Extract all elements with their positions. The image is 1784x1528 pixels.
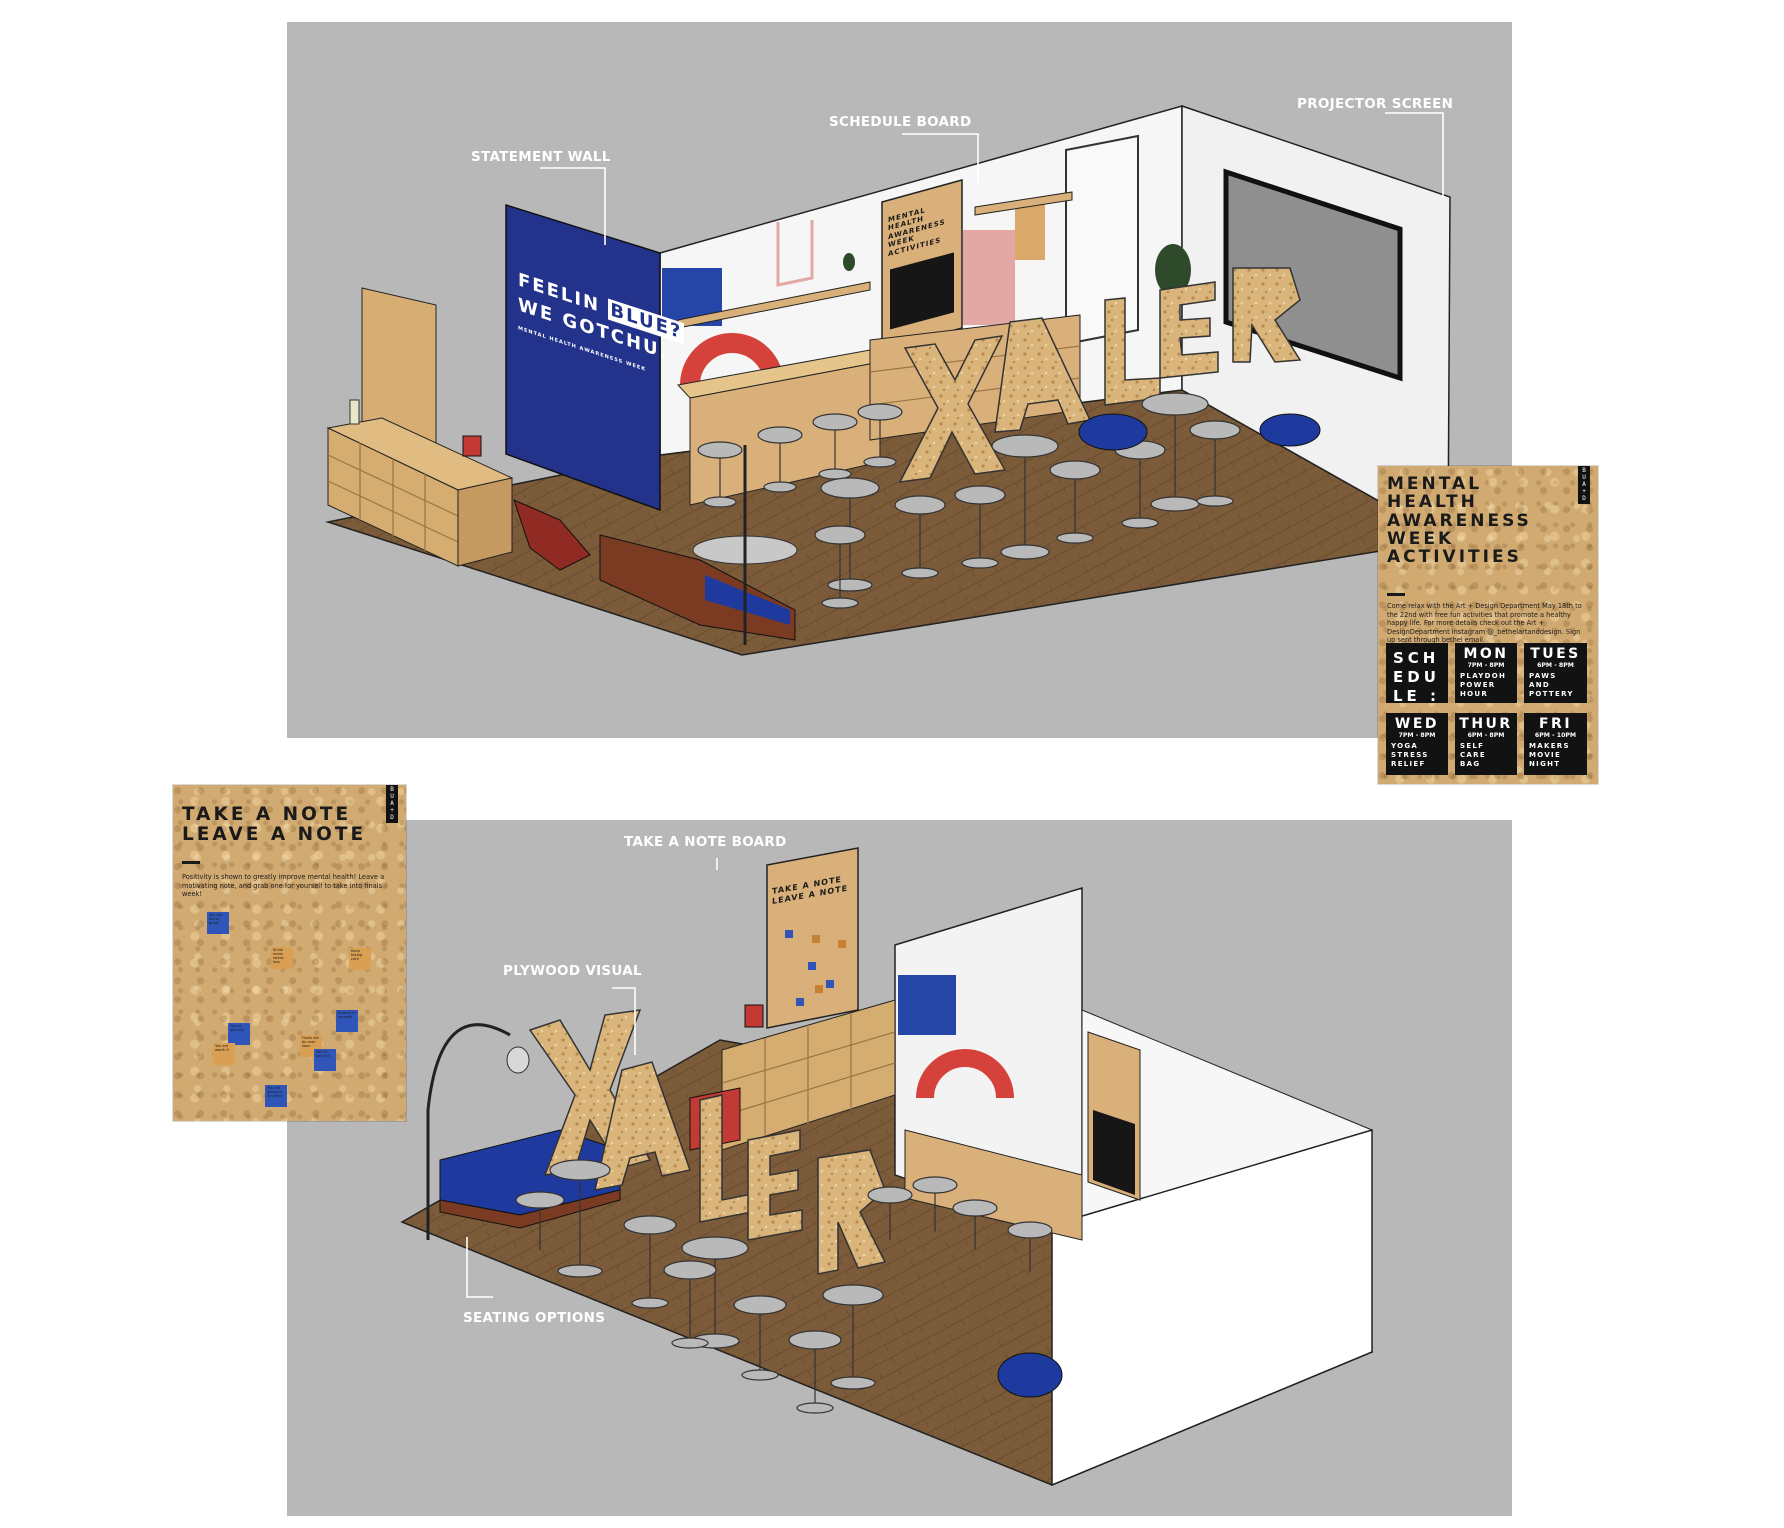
seating-options-callout: SEATING OPTIONS (463, 1310, 606, 1326)
day-activity: SELF CARE BAG (1460, 742, 1486, 768)
schedule-label-cell: SCH EDU LE : (1386, 643, 1448, 705)
schedule-board-callout: SCHEDULE BOARD (829, 114, 972, 130)
sticky-note: Believe in yourself (336, 1010, 358, 1032)
note-poster-body: Positivity is shown to greatly improve m… (182, 873, 385, 899)
cubby-shelf-side (457, 477, 513, 567)
bu-ad-badge: B U A + D (386, 785, 398, 824)
pink-block-graphic (963, 230, 1015, 325)
sticky-note: You've got this (314, 1049, 336, 1071)
projector-screen-callout: PROJECTOR SCREEN (1297, 96, 1454, 112)
stools-bottom (515, 1159, 1053, 1414)
title-dash (1387, 593, 1405, 596)
statement-wall-panel (505, 203, 661, 512)
schedule-poster-body: Come relax with the Art + Design Departm… (1387, 602, 1582, 645)
red-kettle (744, 1004, 764, 1028)
note-poster-title: TAKE A NOTE LEAVE A NOTE (182, 804, 367, 845)
relax-letters-bottom (528, 1009, 887, 1275)
day-time: 6PM - 8PM (1467, 732, 1505, 739)
tan-block-graphic (1015, 200, 1045, 260)
day-name: FRI (1538, 716, 1573, 732)
doorway (1065, 134, 1139, 346)
bar-stools-top (697, 392, 1241, 609)
mini-notes (812, 935, 846, 993)
hook-shelf (974, 191, 1073, 216)
day-cell-mon: MON 7PM - 8PM PLAYDOH POWER HOUR (1455, 643, 1517, 703)
schedule-poster-title: MENTAL HEALTH AWARENESS WEEK ACTIVITIES (1387, 474, 1532, 568)
armchair (513, 499, 591, 571)
sticky-note: You are doing great (207, 912, 229, 934)
sofa-cushion (705, 575, 790, 625)
arc-floor-lamp (426, 1023, 511, 1240)
day-time: 7PM - 8PM (1467, 662, 1505, 669)
plant (1155, 244, 1191, 296)
take-a-note-board-callout: TAKE A NOTE BOARD (624, 834, 787, 850)
bar-counter (904, 1129, 1083, 1241)
day-time: 6PM - 8PM (1537, 662, 1574, 669)
plywood-visual-callout: PLYWOOD VISUAL (503, 963, 642, 979)
beanbag (997, 1352, 1063, 1398)
day-name: MON (1463, 646, 1509, 662)
small-plant (843, 253, 855, 271)
note-poster: TAKE A NOTE LEAVE A NOTE B U A + D Posit… (173, 785, 406, 1121)
sticky-note: Keep taking care (349, 948, 371, 970)
front-wall (1051, 1128, 1373, 1487)
day-time: 7PM - 8PM (1398, 732, 1436, 739)
sticky-note: You've got this (228, 1023, 250, 1045)
day-cell-tues: TUES 6PM - 8PM PAWS AND POTTERY (1524, 643, 1587, 703)
day-name: TUES (1530, 646, 1581, 662)
bu-ad-badge: B U A + D (1578, 466, 1590, 505)
callout-leaders (466, 112, 1444, 1298)
schedule-label: SCH EDU LE : (1393, 649, 1441, 705)
day-cell-fri: FRI 6PM - 10PM MAKERS MOVIE NIGHT (1524, 713, 1587, 775)
bottom-room (400, 847, 1374, 1487)
beanbag (1259, 413, 1321, 447)
day-time: 6PM - 10PM (1534, 732, 1577, 739)
sticky-note: Smile more, stress less (271, 947, 293, 969)
red-ring-graphic (680, 333, 784, 386)
schedule-board-cells (890, 252, 954, 330)
day-cell-wed: WED 7PM - 8PM YOGA STRESS RELIEF (1386, 713, 1448, 775)
blue-square-graphic (898, 975, 956, 1035)
day-activity: PAWS AND POTTERY (1529, 672, 1574, 698)
schedule-poster: MENTAL HEALTH AWARENESS WEEK ACTIVITIES … (1378, 466, 1598, 784)
sofa-base (439, 1189, 621, 1229)
mini-notes (785, 930, 834, 1006)
statement-wall-callout: STATEMENT WALL (471, 149, 611, 165)
day-activity: MAKERS MOVIE NIGHT (1529, 742, 1570, 768)
day-activity: YOGA STRESS RELIEF (1391, 742, 1429, 768)
lamp-shade (506, 1046, 530, 1074)
pink-line-graphic (776, 220, 814, 287)
bottle (349, 399, 360, 425)
day-activity: PLAYDOH POWER HOUR (1460, 672, 1507, 698)
title-dash (182, 861, 200, 864)
day-name: WED (1394, 716, 1440, 732)
day-name: THUR (1459, 716, 1513, 732)
beanbag (1078, 413, 1148, 451)
day-cell-thur: THUR 6PM - 8PM SELF CARE BAG (1455, 713, 1517, 775)
red-kettle (462, 435, 482, 457)
top-room (325, 104, 1451, 656)
schedule-board-cells (1093, 1110, 1135, 1195)
relax-letters-top (898, 267, 1302, 483)
sticky-note: You are worth it (213, 1043, 235, 1065)
red-ring-graphic (916, 1049, 1014, 1099)
sticky-note: You are going to do great (265, 1085, 287, 1107)
